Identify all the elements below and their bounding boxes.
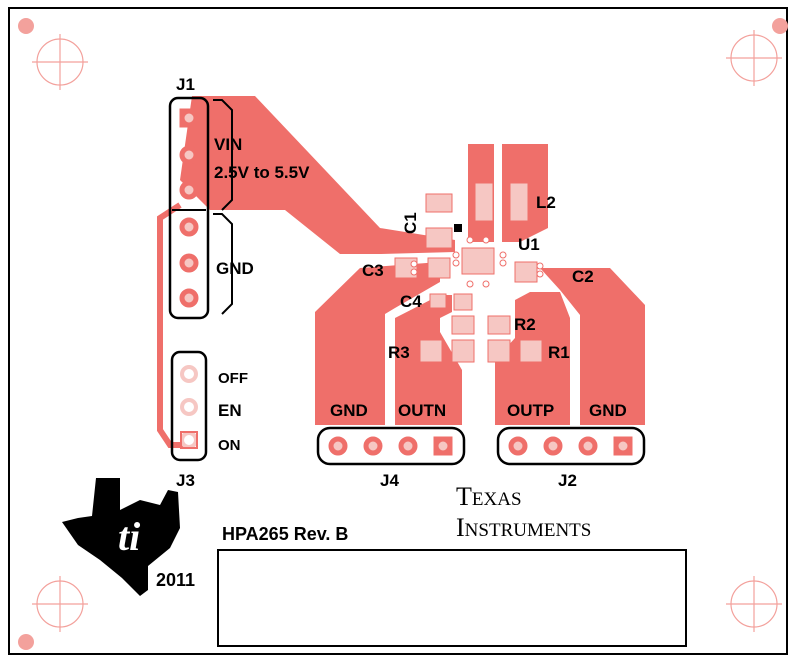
c1-ref: C1 [401,212,420,234]
j4-outn-label: OUTN [398,401,446,420]
vin-trace [180,96,455,254]
l2-ref: L2 [536,193,556,212]
j3-connector [170,350,208,462]
ti-line2-cap: I [456,513,465,542]
j2-gnd-trace [540,268,645,425]
j4-ref: J4 [380,471,399,490]
svg-text:TEXAS: TEXAS [456,482,522,511]
copper-layer [157,96,645,448]
u1-pins [410,236,544,288]
board-year: 2011 [156,570,195,590]
vin-label: VIN [214,135,242,154]
ti-line1-cap: T [456,482,472,511]
j3-ref: J3 [176,471,195,490]
j1-gnd-label: GND [216,259,254,278]
ti-wordmark: TEXAS INSTRUMENTS [456,482,591,542]
u1-ref: U1 [518,235,540,254]
j2-outp-label: OUTP [507,401,554,420]
vin-range-label: 2.5V to 5.5V [214,163,310,182]
mount-hole-bottom-left [32,576,88,632]
pin1-marker [454,224,462,232]
j2-gnd-label: GND [589,401,627,420]
fiducial-bottom-left [18,634,34,650]
j4-gnd-trace [315,262,440,425]
j2-connector [496,426,646,466]
ti-line1-rest: EXAS [472,489,522,510]
mount-hole-top-left [32,34,88,90]
c4-ref: C4 [400,292,422,311]
r3-ref: R3 [388,343,410,362]
svg-text:ti: ti [118,514,140,559]
j4-gnd-label: GND [330,401,368,420]
label-box [217,549,687,647]
mount-hole-top-right [726,30,782,86]
j1-ref: J1 [176,75,195,94]
mount-hole-bottom-right [726,576,782,632]
pad-layer [394,182,543,363]
ti-texas-logo-icon: ti [62,478,180,596]
j1-connector [168,96,233,320]
fiducial-top-right [772,18,788,34]
r2-ref: R2 [514,315,536,334]
j3-off-label: OFF [218,370,248,387]
board-name: HPA265 Rev. B [222,524,348,544]
j2-ref: J2 [558,471,577,490]
ti-line2-rest: NSTRUMENTS [465,520,592,541]
fiducial-top-left [18,18,34,34]
c3-ref: C3 [362,261,384,280]
r1-ref: R1 [548,343,570,362]
j4-connector [316,426,466,466]
svg-text:INSTRUMENTS: INSTRUMENTS [456,513,591,542]
en-trace [157,202,192,448]
j3-en-label: EN [218,401,242,420]
j3-on-label: ON [218,437,241,454]
c2-ref: C2 [572,267,594,286]
